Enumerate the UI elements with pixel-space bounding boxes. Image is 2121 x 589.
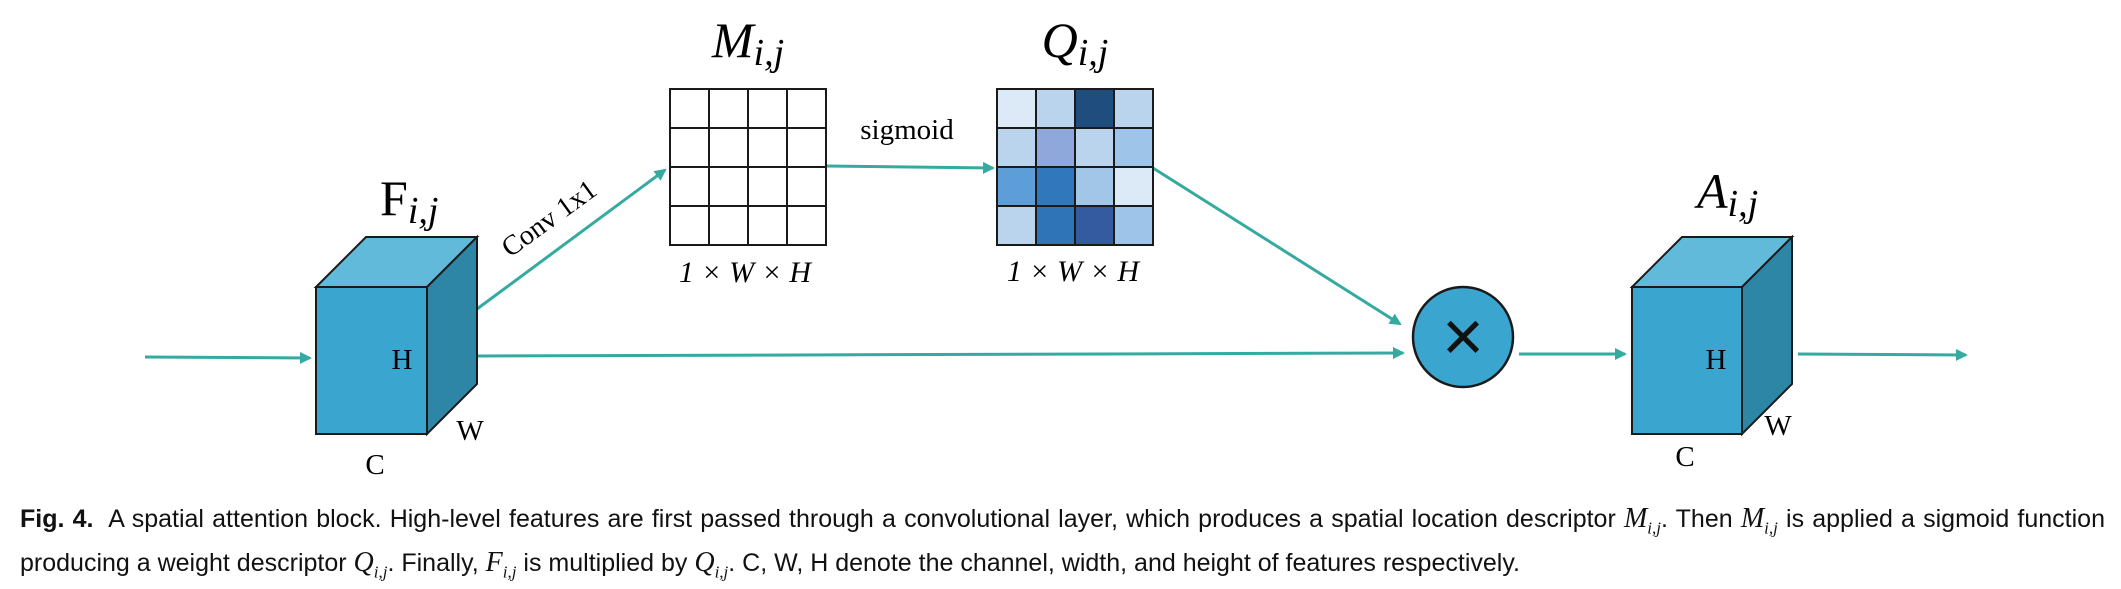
- heatmap-cell: [996, 88, 1037, 129]
- caption-math-subscript: i,j: [1647, 518, 1661, 538]
- caption-math-symbol: Q: [353, 546, 374, 578]
- heatmap-cell: [1074, 205, 1115, 246]
- heatmap-cell: [1113, 127, 1154, 168]
- caption-text: is applied a sigmoid function producing …: [20, 505, 2105, 577]
- heatmap-cell: [1035, 88, 1076, 129]
- output-feature-subscript: i,j: [1728, 183, 1759, 225]
- caption-math-subscript: i,j: [502, 562, 517, 582]
- caption-math-symbol: M: [1623, 503, 1648, 534]
- weight-descriptor-name: Q: [1042, 12, 1078, 68]
- input-feature-title: Fi,j: [380, 170, 438, 232]
- weight-descriptor-shape: 1 × W × H: [1007, 255, 1141, 288]
- conv-label: Conv 1x1: [496, 174, 603, 264]
- caption-text: is multiplied by: [523, 548, 688, 577]
- output-feature-name: A: [1694, 163, 1728, 219]
- caption-math: Mi,j: [1623, 503, 1661, 538]
- heatmap-cell: [1113, 166, 1154, 207]
- caption-text: . Finally,: [387, 548, 479, 577]
- caption-math-subscript: i,j: [1764, 518, 1778, 538]
- heatmap-cell: [1113, 205, 1154, 246]
- weight-descriptor-heatmap: [996, 88, 1154, 246]
- weight-arrow: [1152, 166, 1402, 326]
- heatmap-cell: [996, 205, 1037, 246]
- output-height-label: H: [1706, 344, 1727, 376]
- caption-math-symbol: F: [485, 546, 503, 578]
- conv-arrow: [476, 168, 667, 311]
- location-descriptor-name: M: [711, 12, 756, 68]
- caption-math-subscript: i,j: [714, 562, 729, 582]
- heatmap-cell: [1035, 205, 1076, 246]
- input-height-label: H: [392, 344, 413, 376]
- weight-descriptor-subscript: i,j: [1078, 32, 1109, 74]
- location-descriptor-grid: [669, 88, 827, 246]
- caption-text: . C, W, H denote the channel, width, and…: [728, 548, 1520, 577]
- sigmoid-arrow: [825, 161, 995, 174]
- heatmap-cell: [996, 127, 1037, 168]
- sigmoid-label: sigmoid: [860, 114, 954, 146]
- heatmap-cell: [1035, 127, 1076, 168]
- output-cube-front: [1631, 286, 1743, 435]
- output-channel-label: C: [1675, 441, 1694, 473]
- caption-text: A spatial attention block. High-level fe…: [108, 505, 1616, 533]
- input-feature-name: F: [380, 170, 408, 226]
- caption-math: Fi,j: [485, 546, 517, 582]
- input-feature-cube: [313, 234, 480, 437]
- location-descriptor-shape: 1 × W × H: [679, 256, 813, 289]
- weight-descriptor-title: Qi,j: [1042, 12, 1109, 74]
- caption-text: . Then: [1661, 505, 1733, 533]
- heatmap-cell: [1074, 127, 1115, 168]
- location-descriptor-title: Mi,j: [711, 12, 784, 74]
- caption-label: Fig. 4.: [20, 505, 94, 533]
- caption-math: Mi,j: [1740, 503, 1778, 538]
- output-feature-title: Ai,j: [1694, 163, 1758, 225]
- input-cube-front: [315, 286, 428, 435]
- caption-math: Qi,j: [694, 546, 729, 582]
- flow-arrows: [144, 161, 1968, 364]
- location-descriptor-subscript: i,j: [754, 32, 785, 74]
- heatmap-cell: [1113, 88, 1154, 129]
- output-arrow: [1797, 348, 1968, 361]
- output-width-label: W: [1764, 410, 1792, 442]
- input-feature-subscript: i,j: [408, 190, 439, 232]
- spatial-attention-diagram: Fi,j H W C Conv 1x1 Mi,j 1 × W × H sigmo…: [144, 12, 1968, 481]
- heatmap-cell: [996, 166, 1037, 207]
- heatmap-cell: [1074, 88, 1115, 129]
- caption-math-symbol: Q: [694, 546, 715, 578]
- skip-arrow: [476, 347, 1405, 360]
- multiply-icon: ×: [1442, 297, 1484, 377]
- input-channel-label: C: [365, 449, 384, 481]
- caption-math-symbol: M: [1740, 503, 1765, 534]
- caption-math-subscript: i,j: [373, 562, 388, 582]
- multiply-node: [1411, 285, 1515, 389]
- input-arrow: [144, 351, 312, 364]
- caption-math: Qi,j: [353, 546, 388, 582]
- heatmap-cell: [1035, 166, 1076, 207]
- output-feature-cube: [1629, 234, 1795, 437]
- input-width-label: W: [456, 415, 484, 447]
- figure-caption: Fig. 4. A spatial attention block. High-…: [20, 502, 2105, 589]
- heatmap-cell: [1074, 166, 1115, 207]
